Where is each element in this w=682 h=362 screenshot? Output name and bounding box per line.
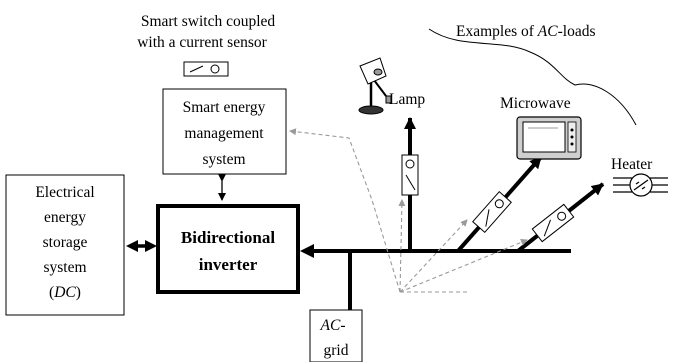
inverter-label-line2: inverter <box>199 255 258 274</box>
lamp-label: Lamp <box>389 91 425 108</box>
microwave-icon <box>516 116 582 160</box>
microwave-switch-icon <box>472 191 512 233</box>
signal-lines <box>289 128 528 293</box>
inverter-arrowhead <box>145 240 157 252</box>
examples-brace <box>428 28 637 126</box>
smart-switch-legend: Smart switch coupled with a current sens… <box>137 13 276 77</box>
ac-grid-label-line1: AC- <box>320 317 346 334</box>
management-label-line2: management <box>184 125 264 142</box>
switch-sensor-icon <box>183 61 229 77</box>
management-label-line1: Smart energy <box>183 99 266 116</box>
storage-label-line5: (DC) <box>49 284 81 301</box>
storage-system-box: Electrical energy storage system (DC) <box>5 174 125 316</box>
smart-switch-label-line1: Smart switch coupled <box>141 13 276 30</box>
inverter-label-line1: Bidirectional <box>181 228 275 247</box>
signal-to-heater-switch <box>399 239 528 293</box>
lamp-switch-icon <box>401 154 419 196</box>
smart-switch-label-line2: with a current sensor <box>137 34 267 51</box>
ac-grid-label-line2: grid <box>324 342 349 359</box>
inverter-box: Bidirectional inverter <box>156 204 300 294</box>
storage-arrowhead <box>126 240 138 252</box>
examples-ac-loads-label: Examples of AC-loads <box>456 23 596 40</box>
management-label-line3: system <box>202 151 245 168</box>
storage-label-line2: energy <box>44 209 86 226</box>
ac-bus-arrowhead <box>300 244 314 258</box>
microwave-label: Microwave <box>500 95 571 112</box>
storage-label-line1: Electrical <box>35 184 94 201</box>
heater-label: Heater <box>611 156 653 173</box>
signal-to-management <box>289 128 401 293</box>
management-system-box: Smart energy management system <box>162 88 287 175</box>
lamp-icon <box>358 57 392 115</box>
storage-label-line3: storage <box>43 234 88 251</box>
storage-label-line4: system <box>43 259 86 276</box>
heater-icon <box>613 173 668 197</box>
ac-grid-box: AC- grid <box>309 309 363 362</box>
signal-to-lamp-switch <box>398 199 406 293</box>
heater-switch-icon <box>531 203 575 243</box>
signal-to-microwave-switch <box>399 219 468 293</box>
